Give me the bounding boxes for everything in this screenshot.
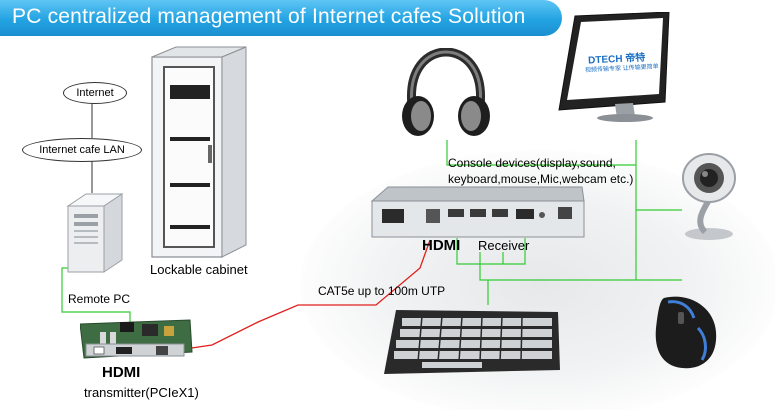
- webcam-icon: [682, 153, 736, 240]
- console-devices-line1: Console devices(display,sound,: [448, 156, 616, 170]
- receiver-icon: [370, 186, 585, 238]
- transmitter-card-icon: [80, 319, 193, 359]
- receiver-bus-line: [479, 264, 636, 281]
- cat5e-cable: [177, 239, 431, 351]
- internet-label: Internet: [76, 87, 114, 99]
- monitor-icon: [558, 12, 670, 122]
- console-devices-line2: keyboard,mouse,Mic,webcam etc.): [448, 172, 634, 186]
- remote-pc-label: Remote PC: [68, 292, 131, 306]
- cable-label: CAT5e up to 100m UTP: [318, 284, 446, 298]
- remote-pc-icon: [66, 193, 124, 273]
- receiver-label: Receiver: [478, 238, 530, 253]
- transmitter-label: transmitter(PCIeX1): [84, 385, 199, 400]
- mouse-icon: [655, 296, 717, 369]
- keyboard-icon: [384, 310, 560, 374]
- lan-label: Internet cafe LAN: [39, 144, 125, 156]
- internet-node: Internet: [63, 82, 127, 104]
- lan-node: Internet cafe LAN: [22, 138, 142, 162]
- cabinet-icon: [151, 46, 247, 258]
- headphones-icon: [402, 48, 490, 136]
- hdmi-tx-label: HDMI: [102, 364, 141, 381]
- diagram-title: PC centralized management of Internet ca…: [12, 5, 526, 28]
- receiver-ports-line: [456, 238, 526, 265]
- hdmi-rx-label: HDMI: [422, 237, 461, 254]
- console-line-top: [446, 140, 637, 166]
- cabinet-label: Lockable cabinet: [150, 262, 248, 277]
- title-banner: PC centralized management of Internet ca…: [0, 0, 562, 36]
